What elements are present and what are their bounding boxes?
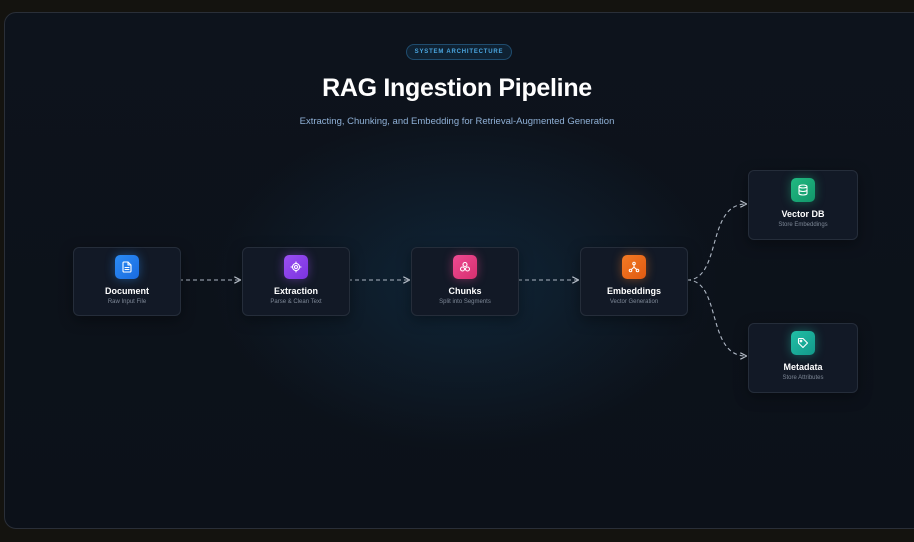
page-subtitle: Extracting, Chunking, and Embedding for … — [299, 116, 615, 127]
node-embeddings[interactable]: Embeddings Vector Generation — [580, 247, 688, 316]
node-chunks[interactable]: Chunks Split into Segments — [411, 247, 519, 316]
tag-icon — [791, 331, 815, 355]
node-sublabel: Parse & Clean Text — [270, 299, 322, 305]
document-icon — [115, 255, 139, 279]
node-label: Chunks — [448, 286, 482, 296]
section-badge: SYSTEM ARCHITECTURE — [406, 44, 512, 60]
node-sublabel: Store Attributes — [782, 375, 824, 381]
node-sublabel: Vector Generation — [609, 299, 659, 305]
database-icon — [791, 178, 815, 202]
node-label: Metadata — [783, 362, 823, 372]
chunks-icon — [453, 255, 477, 279]
node-sublabel: Raw Input File — [107, 299, 147, 305]
node-label: Embeddings — [606, 286, 661, 296]
node-label: Vector DB — [781, 209, 825, 219]
node-metadata[interactable]: Metadata Store Attributes — [748, 323, 858, 393]
node-label: Extraction — [273, 286, 318, 296]
edge-embeddings-vectordb — [686, 204, 746, 281]
node-label: Document — [104, 286, 149, 296]
node-vector-db[interactable]: Vector DB Store Embeddings — [748, 170, 858, 240]
node-sublabel: Split into Segments — [439, 299, 491, 305]
edge-embeddings-metadata — [686, 279, 746, 356]
node-document[interactable]: Document Raw Input File — [73, 247, 181, 316]
node-sublabel: Store Embeddings — [778, 222, 828, 228]
page-title: RAG Ingestion Pipeline — [322, 74, 592, 102]
network-icon — [622, 255, 646, 279]
node-extraction[interactable]: Extraction Parse & Clean Text — [242, 247, 350, 316]
gear-icon — [284, 255, 308, 279]
